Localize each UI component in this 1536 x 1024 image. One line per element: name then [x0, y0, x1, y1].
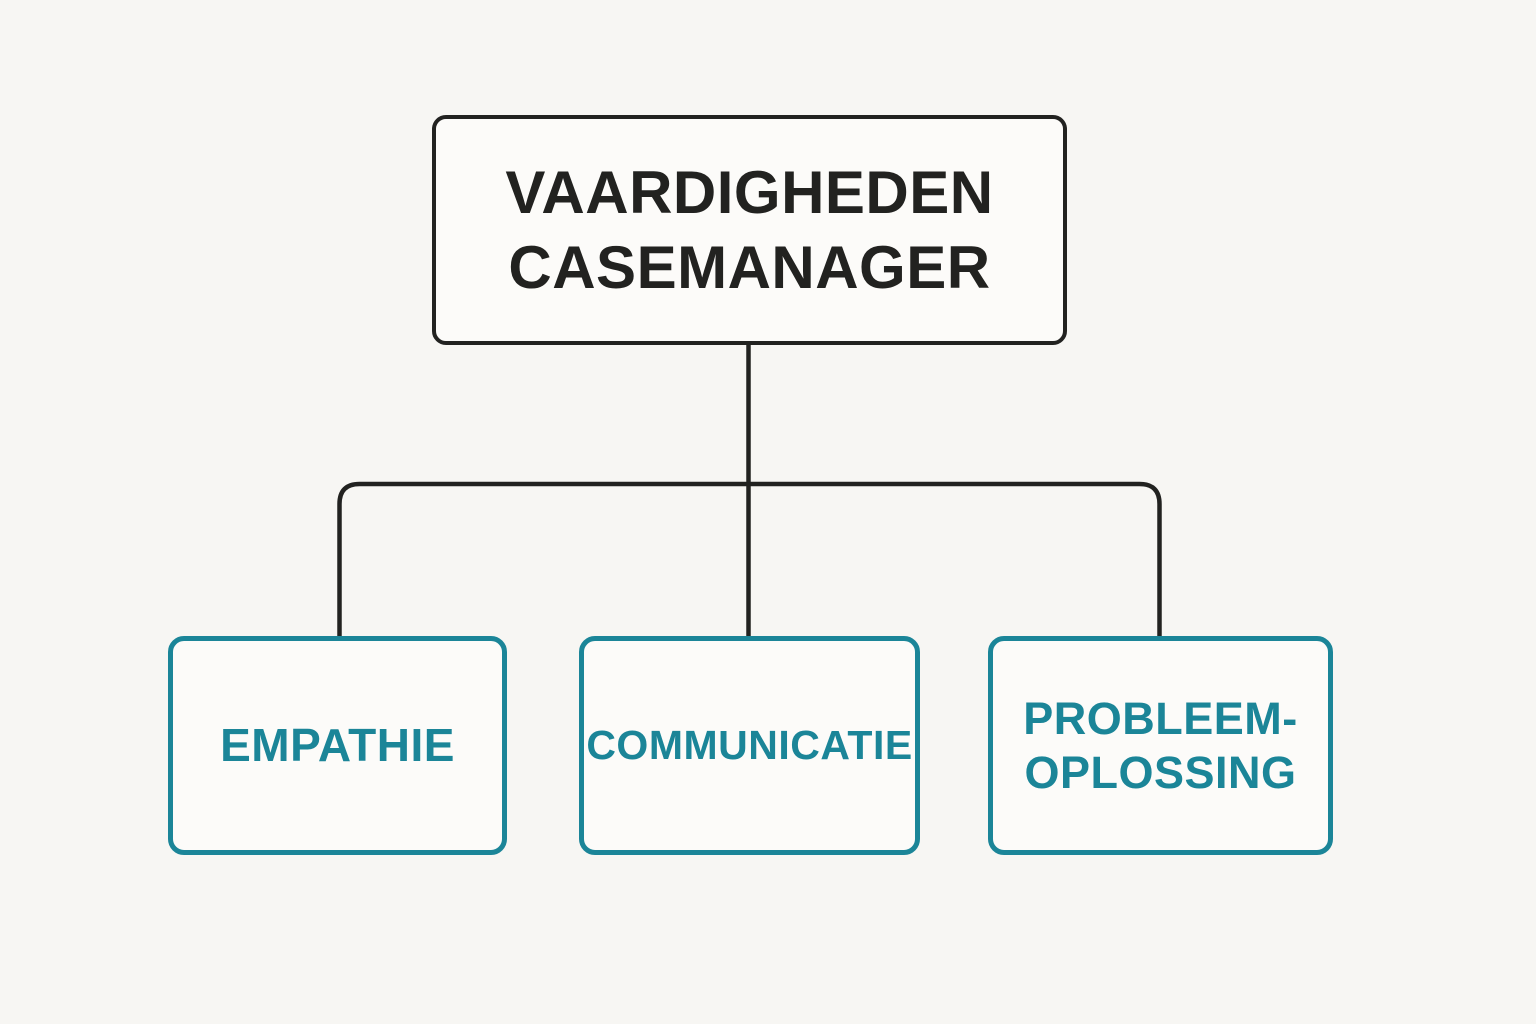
node-communicatie-label: COMMUNICATIE [586, 721, 913, 768]
node-root-label: VAARDIGHEDEN CASEMANAGER [505, 159, 994, 301]
node-root: VAARDIGHEDEN CASEMANAGER [432, 115, 1067, 345]
connector-branch-rail [337, 481, 1162, 640]
node-empathie-label: EMPATHIE [220, 718, 455, 771]
node-communicatie: COMMUNICATIE [579, 636, 920, 855]
node-probleem-oplossing-label: PROBLEEM-OPLOSSING [1023, 692, 1298, 798]
node-empathie: EMPATHIE [168, 636, 507, 855]
node-probleem-oplossing: PROBLEEM-OPLOSSING [988, 636, 1333, 855]
